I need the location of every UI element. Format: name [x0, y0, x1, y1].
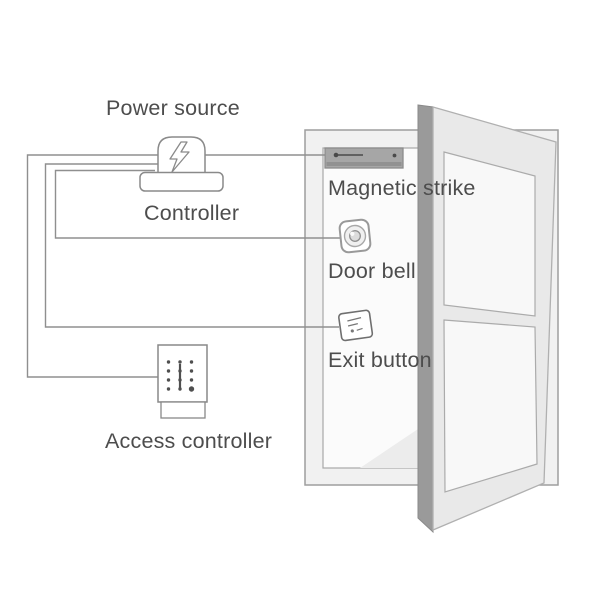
- door-scene: [304, 104, 559, 534]
- label-access-controller: Access controller: [105, 429, 273, 453]
- label-exit-button: Exit button: [328, 348, 432, 372]
- door-glass-upper: [443, 151, 536, 317]
- wire-to-door-bell: [54, 169, 340, 239]
- label-door-bell: Door bell: [328, 259, 416, 283]
- door-edge: [417, 104, 434, 534]
- wire-to-exit-button: [44, 163, 339, 328]
- lightning-bolt-icon: [169, 141, 190, 173]
- magnetic-strike-icon: [324, 147, 404, 169]
- power-adapter-icon: [157, 136, 206, 176]
- open-door-icon: [417, 104, 557, 534]
- floor-shadow: [360, 429, 418, 468]
- access-controller-keypad-icon: [157, 344, 208, 419]
- door-glass-lower: [443, 319, 538, 493]
- door-bell-icon: [338, 218, 372, 254]
- label-controller: Controller: [144, 201, 240, 225]
- label-power-source: Power source: [106, 96, 240, 120]
- devices: [139, 136, 404, 419]
- exit-button-icon: [337, 309, 374, 342]
- controller-unit-icon: [139, 171, 224, 192]
- label-magnetic-strike: Magnetic strike: [328, 176, 476, 200]
